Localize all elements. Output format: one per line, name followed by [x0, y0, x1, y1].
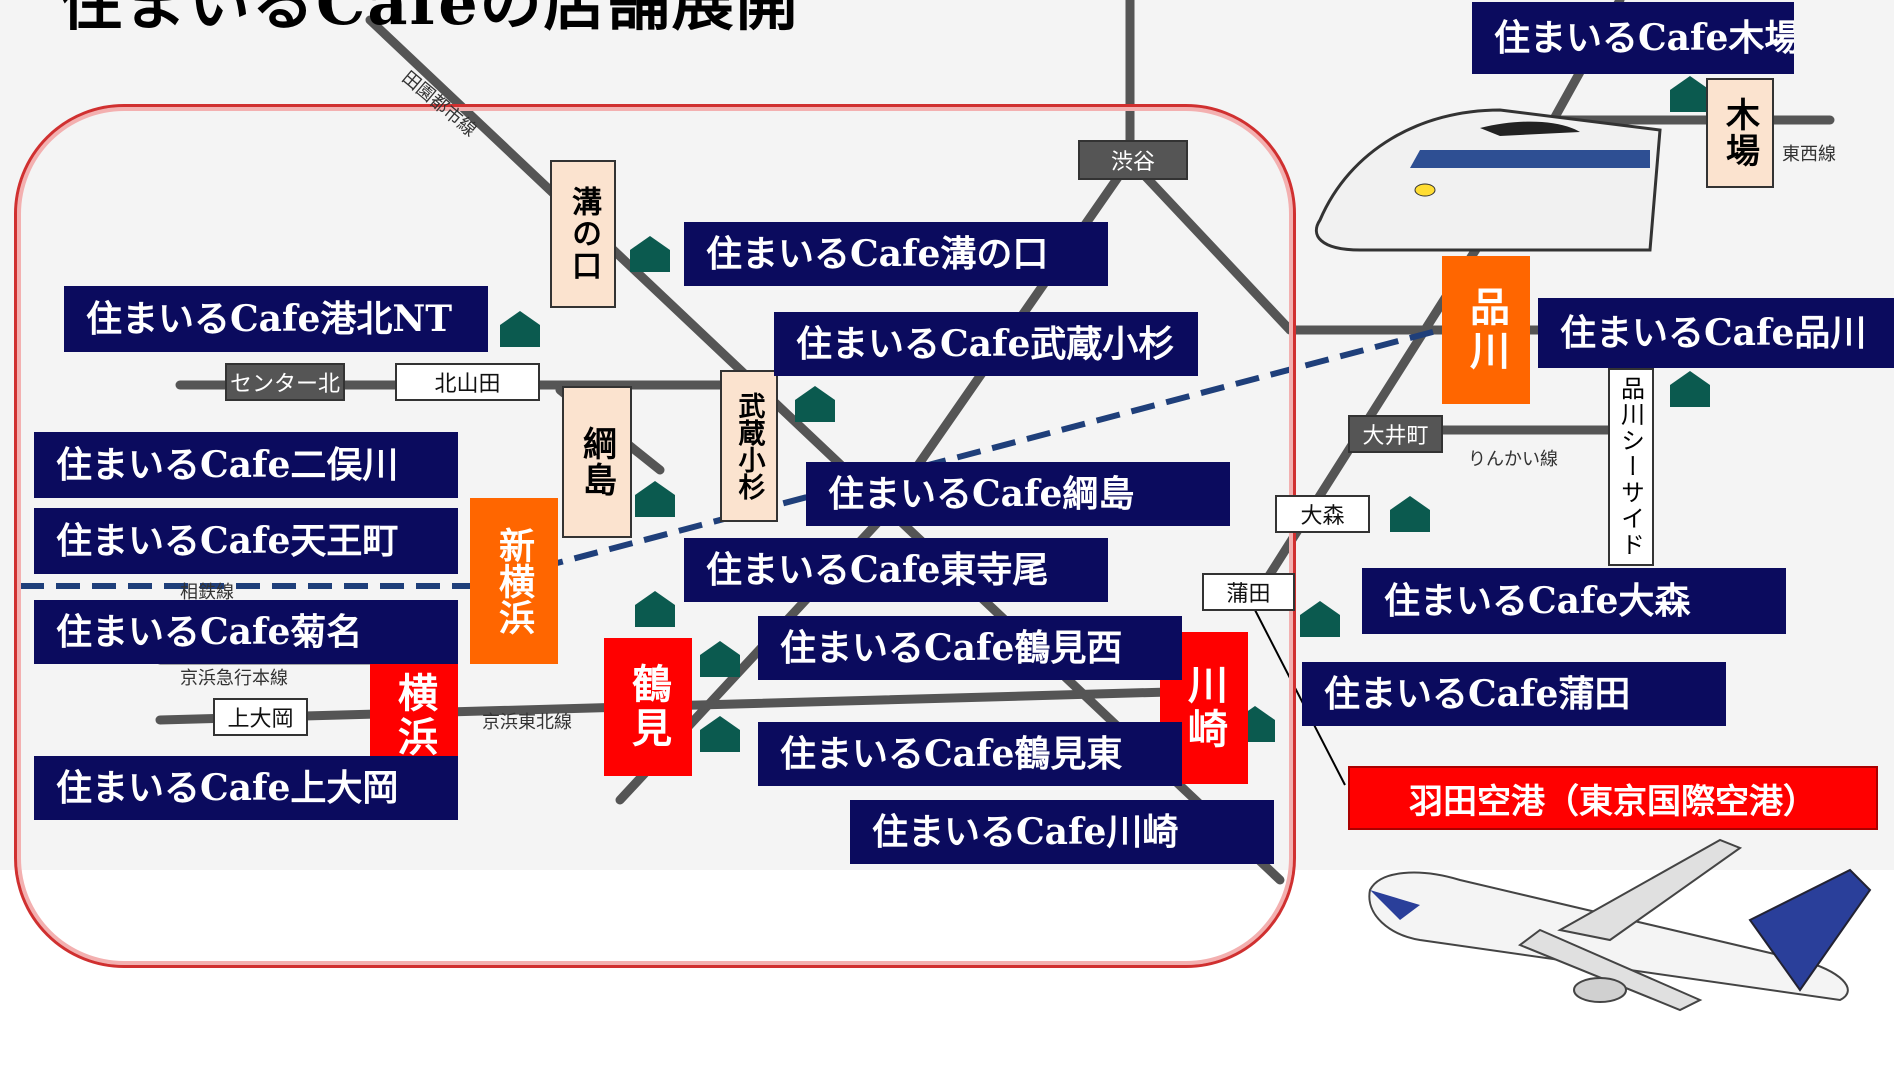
station-kamata: 蒲田: [1202, 573, 1295, 611]
station-omori: 大森: [1275, 495, 1370, 533]
station-mizonokuchi: 溝の口: [550, 160, 616, 308]
dashed-line-shinkansen: [469, 327, 1441, 589]
store-futamatagawa: 住まいるCafe二俣川: [34, 432, 458, 498]
store-higashi-terao: 住まいるCafe東寺尾: [684, 538, 1108, 602]
airport-pointer-line: [1254, 609, 1346, 786]
airport-label: 羽田空港（東京国際空港）: [1348, 766, 1878, 830]
major-station-tsurumi: 鶴見: [604, 638, 692, 776]
store-kawasaki: 住まいるCafe川崎: [850, 800, 1274, 864]
shinkansen-illustration: [1314, 108, 1662, 252]
major-station-shinagawa: 品川: [1442, 256, 1530, 404]
station-kitayamata: 北山田: [395, 363, 540, 401]
store-tennocho: 住まいるCafe天王町: [34, 508, 458, 574]
store-kohoku-nt: 住まいるCafe港北NT: [64, 286, 488, 352]
store-mizonokuchi: 住まいるCafe溝の口: [684, 222, 1108, 286]
store-tsunashima: 住まいるCafe綱島: [806, 462, 1230, 526]
store-kamata: 住まいるCafe蒲田: [1302, 662, 1726, 726]
line-label-rinkai: りんかい線: [1468, 449, 1558, 470]
store-kamiooka: 住まいるCafe上大岡: [34, 756, 458, 820]
station-kiba: 木場: [1706, 78, 1774, 188]
station-musashi-kosugi: 武蔵小杉: [720, 370, 778, 522]
line-label-keihin-tohoku: 京浜東北線: [482, 712, 572, 733]
store-kikuna: 住まいるCafe菊名: [34, 600, 458, 664]
rail-line-keihin-tohoku: [155, 685, 1245, 725]
line-label-tozai: 東西線: [1782, 144, 1836, 165]
store-tsurumi-nishi: 住まいるCafe鶴見西: [758, 616, 1182, 680]
store-house-icons: [500, 76, 1710, 752]
station-center-kita: センター北: [225, 363, 345, 401]
major-station-shin-yokohama: 新横浜: [470, 498, 558, 664]
station-oimachi: 大井町: [1348, 415, 1443, 453]
store-musashi-kosugi: 住まいるCafe武蔵小杉: [774, 312, 1198, 376]
page-title: 住まいるCafeの店舗展開: [60, 0, 800, 39]
store-tsurumi-higashi: 住まいるCafe鶴見東: [758, 722, 1182, 786]
line-label-keikyu: 京浜急行本線: [180, 668, 288, 689]
station-kamiooka: 上大岡: [213, 698, 308, 736]
station-shinagawa-seaside: 品川シーサイド: [1608, 368, 1654, 566]
kanagawa-area-frame: [14, 104, 1296, 968]
store-shinagawa: 住まいるCafe品川: [1538, 298, 1894, 368]
store-omori: 住まいるCafe大森: [1362, 568, 1786, 634]
airplane-illustration: [1368, 838, 1872, 1012]
line-label-sotetsu: 相鉄線: [180, 582, 234, 603]
station-shibuya: 渋谷: [1078, 140, 1188, 180]
store-kiba: 住まいるCafe木場: [1472, 2, 1794, 74]
station-tsunashima: 綱島: [562, 386, 632, 538]
